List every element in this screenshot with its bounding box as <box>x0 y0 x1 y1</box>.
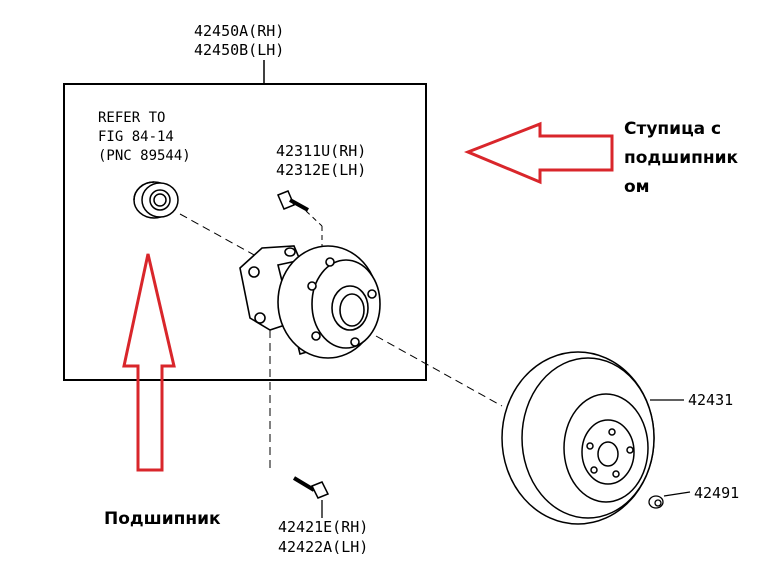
refer-line-1: REFER TO <box>98 110 165 126</box>
hub-bolt-label-lh: 42312E(LH) <box>276 161 366 179</box>
assembly-label-rh: 42450A(RH) <box>194 22 284 40</box>
assembly-box <box>63 83 427 381</box>
hub-bolt-drawing <box>277 190 309 212</box>
plug-label: 42491 <box>694 484 739 502</box>
bearing-hub-dash <box>179 213 257 257</box>
hub-bolt-label-rh: 42311U(RH) <box>276 142 366 160</box>
assembly-label-lh: 42450B(LH) <box>194 41 284 59</box>
refer-line-3: (PNC 89544) <box>98 148 191 164</box>
lower-bolt-label-rh: 42421E(RH) <box>278 518 368 536</box>
hub-annotation-arrow <box>463 121 614 185</box>
bearing-annotation: Подшипник <box>104 509 221 529</box>
hub-annotation-line-1: Ступица с <box>624 119 721 139</box>
lower-bolt-drawing <box>292 476 330 499</box>
plug-leader <box>663 491 691 497</box>
lower-bolt-label-lh: 42422A(LH) <box>278 538 368 556</box>
hub-annotation-line-3: ом <box>624 177 650 197</box>
disc-label: 42431 <box>688 391 733 409</box>
plug-drawing <box>648 495 664 509</box>
hub-annotation-line-2: подшипник <box>624 148 739 168</box>
brake-disc-drawing <box>501 351 655 525</box>
refer-line-2: FIG 84-14 <box>98 129 174 145</box>
hub-drawing <box>239 245 381 359</box>
bearing-drawing <box>133 181 179 219</box>
hub-disc-dash <box>375 335 503 407</box>
hub-bolt-dash <box>305 210 323 227</box>
bearing-annotation-arrow <box>122 253 176 472</box>
